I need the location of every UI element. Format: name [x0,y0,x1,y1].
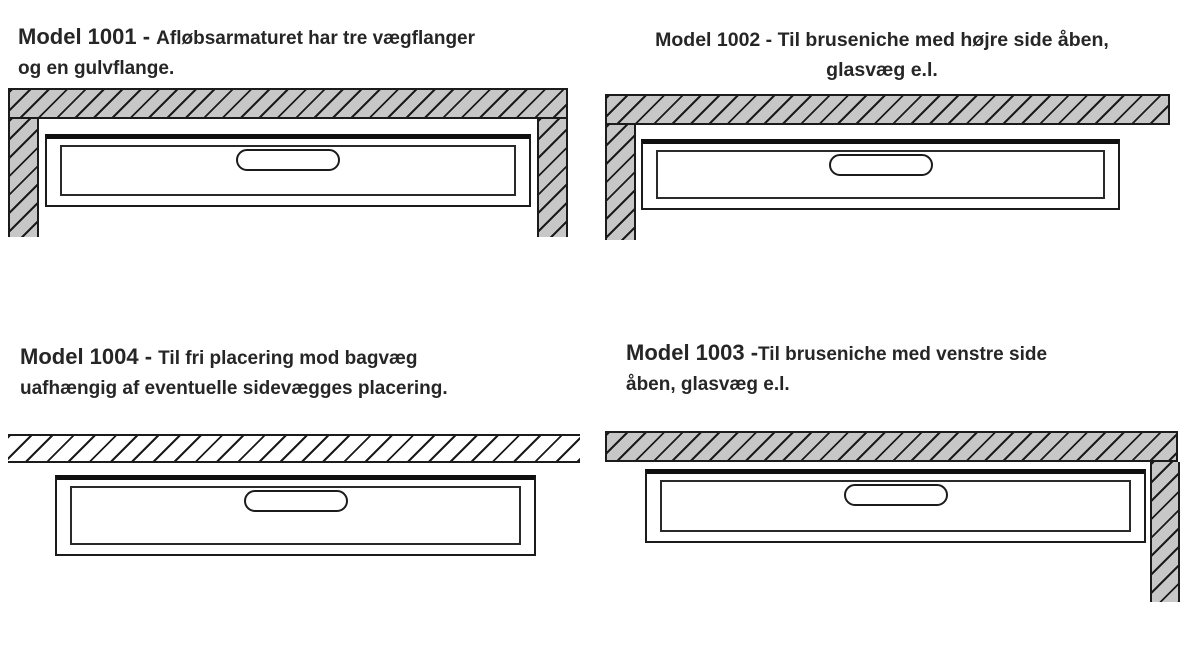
model-1002-title: Model 1002 - Til bruseniche med højre si… [612,26,1152,85]
model-1004-title-line1: Model 1004 - Til fri placering mod bagvæ… [20,342,585,374]
drain-channel [641,139,1120,210]
drain-channel [45,134,531,207]
model-1003-name: Model 1003 - [626,340,759,365]
model-1001-title-line1: Model 1001 - Afløbsarmaturet har tre væg… [18,22,578,54]
model-1004-name: Model 1004 - [20,344,159,369]
model-1001-title: Model 1001 - Afløbsarmaturet har tre væg… [18,22,578,83]
model-1003-desc-line2: åben, glasvæg e.l. [626,374,790,395]
model-1001-name: Model 1001 - [18,24,157,49]
model-1004-desc-line1: Til fri placering mod bagvæg [158,348,418,369]
drain-channel [55,475,536,556]
model-1003-title-line1: Model 1003 -Til bruseniche med venstre s… [626,338,1171,370]
drain-outlet-slot [843,484,948,506]
drain-outlet-slot [828,154,933,176]
model-1004-desc-line2: uafhængig af eventuelle sidevægges place… [20,378,448,399]
model-1002-title-line1: Model 1002 - Til bruseniche med højre si… [612,26,1152,56]
wall-hatch-top [605,94,1170,125]
model-1003-desc-line1: Til bruseniche med venstre side [758,344,1048,365]
model-1002-desc-line2: glasvæg e.l. [826,59,938,81]
drain-outlet-slot [243,490,348,512]
model-1002-desc-line1: Til bruseniche med højre side åben, [777,29,1109,51]
drain-channel [645,469,1146,543]
wall-hatch-top [605,431,1178,462]
model-1004-title: Model 1004 - Til fri placering mod bagvæ… [20,342,585,403]
wall-hatch-right [1150,462,1180,602]
wall-hatch-left [8,119,39,237]
wall-hatch-left [605,125,636,240]
model-1001-desc-line2: og en gulvflange. [18,58,175,79]
wall-hatch-right [537,119,568,237]
wall-hatch-top [8,88,568,119]
drain-outlet-slot [236,149,340,171]
model-1003-title: Model 1003 -Til bruseniche med venstre s… [626,338,1171,399]
model-1001-desc-line1: Afløbsarmaturet har tre vægflanger [156,28,476,49]
model-1002-name: Model 1002 - [655,29,778,51]
wall-hatch-back [8,434,580,463]
